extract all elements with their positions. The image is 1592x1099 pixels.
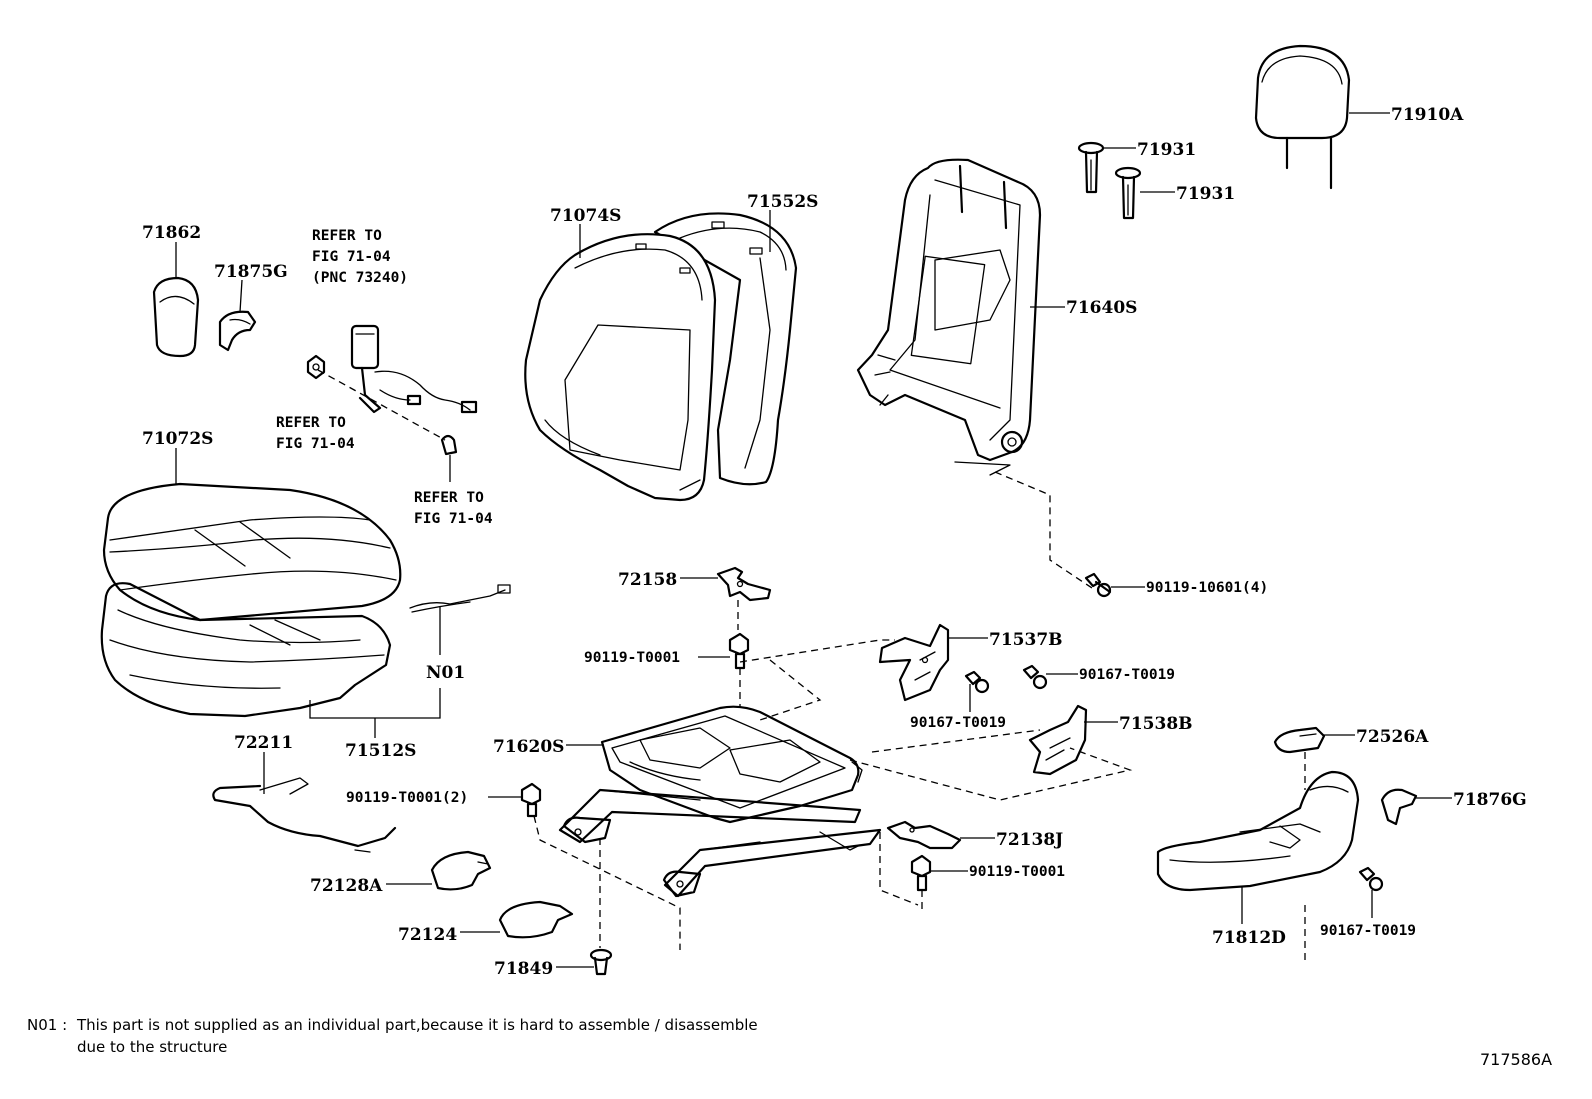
cover-71876G[interactable] (1380, 788, 1418, 826)
figure-code: 717586A (1480, 1050, 1553, 1069)
label-71552S: 71552S (747, 192, 818, 212)
label-71910A: 71910A (1391, 105, 1464, 125)
clip-refer[interactable] (440, 434, 458, 456)
bracket-72158[interactable] (716, 566, 772, 602)
label-71072S: 71072S (142, 429, 213, 449)
bolt-90119-T0001-b[interactable] (910, 854, 932, 892)
label-90119-10601: 90119-10601(4) (1146, 580, 1268, 596)
bolt-90119-T0001-a[interactable] (728, 632, 750, 670)
headrest-guide-71931-a[interactable] (1077, 141, 1105, 194)
label-71875G: 71875G (214, 262, 288, 282)
label-71512S: 71512S (345, 741, 416, 761)
seatback-cover-71074S[interactable] (524, 233, 717, 502)
label-71537B: 71537B (989, 630, 1063, 650)
label-90167-T0019-c: 90167-T0019 (1320, 923, 1416, 939)
cover-72124[interactable] (498, 900, 574, 939)
cover-72128A[interactable] (430, 850, 492, 891)
label-72128A: 72128A (310, 876, 383, 896)
svg-text:(PNC 73240): (PNC 73240) (312, 270, 408, 286)
svg-text:REFER TO: REFER TO (414, 490, 484, 506)
label-71931-b: 71931 (1176, 184, 1235, 204)
wire-rod-72211[interactable] (212, 777, 397, 853)
svg-text:REFER TO: REFER TO (276, 415, 346, 431)
label-72211: 72211 (234, 733, 293, 753)
refer-fig-71-04-b: REFER TO FIG 71-04 (414, 490, 493, 527)
label-71876G: 71876G (1453, 790, 1527, 810)
seatback-frame-71640S[interactable] (856, 158, 1042, 476)
label-90119-T0001-a: 90119-T0001 (584, 650, 680, 666)
bracket-72138J[interactable] (886, 820, 962, 850)
headrest-guide-71931-b[interactable] (1114, 166, 1142, 220)
footnote-N01: N01 : This part is not supplied as an ind… (27, 1014, 758, 1058)
bolt-90167-T0019-a[interactable] (964, 670, 990, 694)
label-71849: 71849 (494, 959, 553, 979)
bolt-90167-T0019-b[interactable] (1022, 664, 1048, 690)
label-71812D: 71812D (1212, 928, 1286, 948)
seatback-pad-71552S[interactable] (653, 212, 798, 486)
knob-72526A[interactable] (1273, 726, 1326, 754)
wire-harness-N01[interactable] (409, 584, 511, 613)
label-90119-T0001-b: 90119-T0001 (969, 864, 1065, 880)
label-N01: N01 (426, 663, 465, 683)
bolt-90119-T0001-2[interactable] (520, 782, 542, 818)
trim-cover-71862[interactable] (152, 276, 200, 358)
label-71931-a: 71931 (1137, 140, 1196, 160)
clip-71849[interactable] (589, 948, 613, 976)
label-72526A: 72526A (1356, 727, 1429, 747)
label-90167-T0019-b: 90167-T0019 (1079, 667, 1175, 683)
note-line-1: This part is not supplied as an individu… (77, 1016, 758, 1034)
note-line-2: due to the structure (77, 1038, 228, 1056)
label-72124: 72124 (398, 925, 457, 945)
label-90119-T0001-2: 90119-T0001(2) (346, 790, 468, 806)
headrest-71910A[interactable] (1254, 44, 1351, 190)
label-71074S: 71074S (550, 206, 621, 226)
bolt-90167-T0019-c[interactable] (1358, 866, 1384, 892)
label-90167-T0019-a: 90167-T0019 (910, 715, 1006, 731)
svg-text:REFER TO: REFER TO (312, 228, 382, 244)
side-shield-71812D[interactable] (1156, 770, 1360, 892)
bolt-90119-10601[interactable] (1084, 572, 1112, 598)
note-code: N01 : (27, 1016, 68, 1034)
refer-fig-71-04-pnc-73240: REFER TO FIG 71-04 (PNC 73240) (312, 228, 408, 286)
label-71640S: 71640S (1066, 298, 1137, 318)
label-72158: 72158 (618, 570, 677, 590)
label-71620S: 71620S (493, 737, 564, 757)
svg-text:FIG 71-04: FIG 71-04 (276, 436, 355, 452)
seat-adjuster-frame-71620S[interactable] (558, 705, 882, 898)
label-71538B: 71538B (1119, 714, 1193, 734)
svg-text:FIG 71-04: FIG 71-04 (414, 511, 493, 527)
seat-cushion-cover-71072S[interactable] (102, 482, 402, 622)
cover-71875G[interactable] (218, 310, 257, 352)
bracket-71537B[interactable] (878, 623, 950, 702)
refer-fig-71-04-a: REFER TO FIG 71-04 (276, 415, 355, 452)
seat-belt-buckle-assembly[interactable] (350, 324, 478, 414)
nut-refer[interactable] (306, 354, 326, 380)
bracket-71538B[interactable] (1028, 704, 1088, 776)
label-72138J: 72138J (996, 830, 1063, 850)
svg-text:FIG 71-04: FIG 71-04 (312, 249, 391, 265)
seat-cushion-pad-71512S[interactable] (100, 582, 392, 718)
label-71862: 71862 (142, 223, 201, 243)
